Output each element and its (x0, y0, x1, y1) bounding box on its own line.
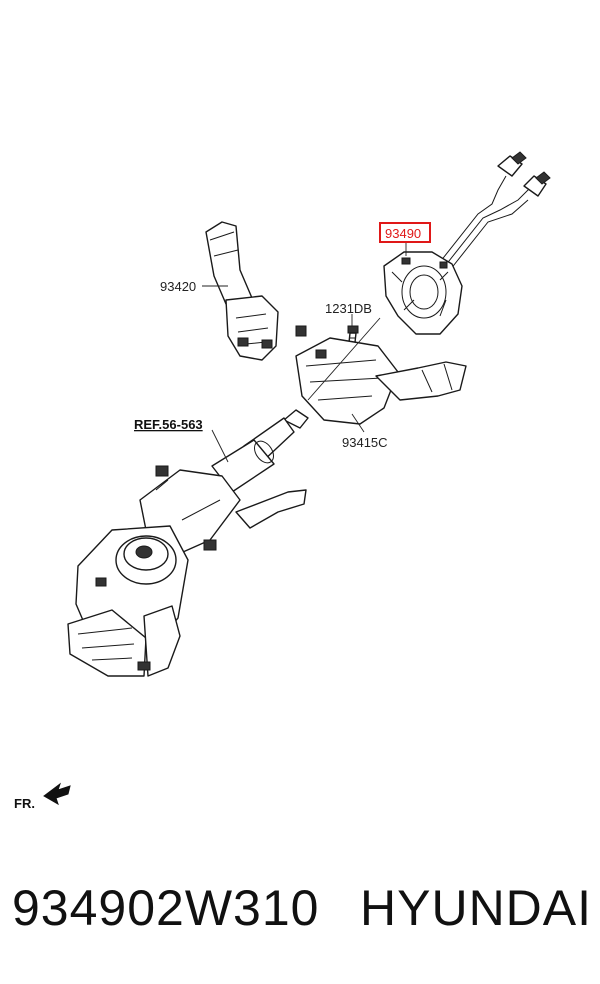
callout-93490-box: 93490 (379, 222, 431, 243)
callout-93420: 93420 (160, 279, 196, 294)
clock-spring-harness (439, 151, 551, 271)
callout-93415c: 93415C (342, 435, 388, 450)
part-number: 934902W310 (12, 880, 320, 936)
leader-lines (202, 242, 407, 463)
brand-name: HYUNDAI (360, 880, 593, 936)
callout-1231db: 1231DB (325, 301, 372, 316)
multifunction-switch (205, 221, 279, 361)
callout-93490: 93490 (385, 226, 421, 241)
front-direction-indicator: FR. (14, 782, 71, 811)
switch-body (295, 325, 467, 425)
direction-label: FR. (14, 796, 35, 811)
connector-upper (497, 151, 527, 177)
motor-gearbox (67, 525, 189, 677)
connector-lower (523, 171, 551, 197)
direction-arrow-icon (43, 782, 71, 806)
steering-shaft (211, 409, 309, 493)
clock-spring (383, 251, 463, 335)
callout-ref: REF.56-563 (134, 417, 203, 432)
